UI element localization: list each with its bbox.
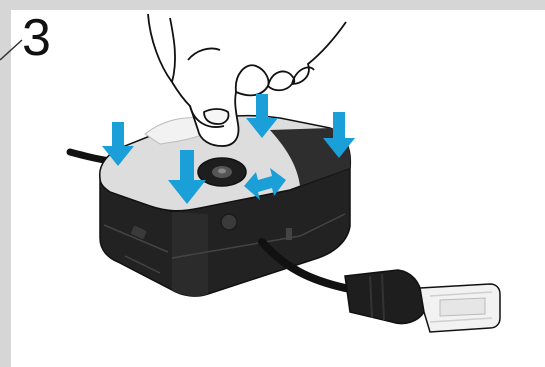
corner-line <box>0 40 22 60</box>
center-lens <box>198 158 246 186</box>
